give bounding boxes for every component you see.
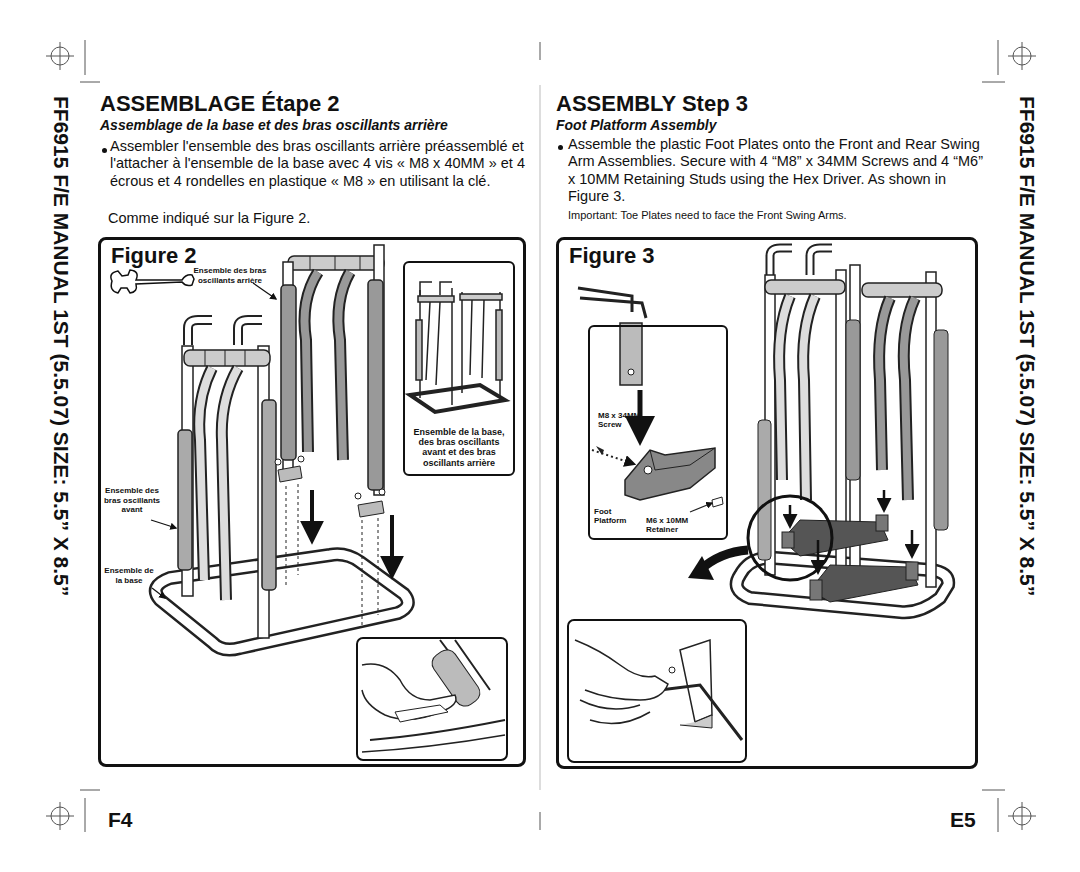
hex-driver-inset	[568, 620, 746, 762]
step-heading: ASSEMBLAGE Étape 2	[100, 91, 340, 117]
instruction-text: Assemble the plastic Foot Plates onto th…	[568, 136, 988, 206]
assembled-machine-sketch	[410, 282, 505, 412]
figure-title: Figure 2	[111, 243, 197, 268]
bullet-dot	[558, 145, 563, 150]
part-label: M6 x 10MM Retainer	[646, 516, 718, 534]
wrench-icon	[111, 270, 194, 293]
figure-title: Figure 3	[569, 243, 655, 268]
figure-reference: Comme indiqué sur la Figure 2.	[108, 210, 528, 227]
part-label: M8 x 34MM Screw	[598, 411, 656, 429]
inset-caption: Ensemble de la base, des bras oscillants…	[409, 427, 509, 468]
step-subheading: Assemblage de la base et des bras oscill…	[100, 117, 530, 134]
figure-inset: Ensemble de la base, des bras oscillants…	[403, 261, 515, 476]
figure-panel: Figure 3 M8 x 34MM ScrewFoot PlatformM6 x…	[556, 237, 978, 769]
part-label: Ensemble des bras oscillants arrière	[180, 266, 280, 285]
part-label: Ensemble de la base	[104, 566, 154, 585]
crop-marks	[46, 40, 1036, 832]
part-label: Foot Platform	[594, 507, 642, 525]
rear-swing-arms	[275, 245, 392, 625]
page-slug: FF6915 F/E MANUAL 1ST (5.5.07) SIZE: 5.5…	[1015, 96, 1040, 596]
page-slug: FF6915 F/E MANUAL 1ST (5.5.07) SIZE: 5.5…	[49, 96, 74, 596]
figure-inset: M8 x 34MM ScrewFoot PlatformM6 x 10MM Re…	[588, 325, 728, 540]
step-subheading: Foot Platform Assembly	[556, 117, 986, 134]
page-number: F4	[108, 807, 133, 832]
bullet-dot	[102, 148, 107, 153]
hex-keys	[578, 288, 646, 318]
part-label: Ensemble des bras oscillants avant	[102, 486, 162, 515]
figure-panel: Figure 2 Ensemble de la base, des bras os…	[98, 237, 526, 767]
page-number: E5	[950, 807, 976, 832]
important-note: Important: Toe Plates need to face the F…	[568, 209, 988, 222]
instruction-text: Assembler l'ensemble des bras oscillants…	[110, 138, 530, 190]
wrench-detail-inset	[357, 638, 507, 760]
front-swing-arms	[151, 320, 276, 638]
step-heading: ASSEMBLY Step 3	[556, 91, 748, 117]
foot-plate-detail	[592, 323, 723, 512]
